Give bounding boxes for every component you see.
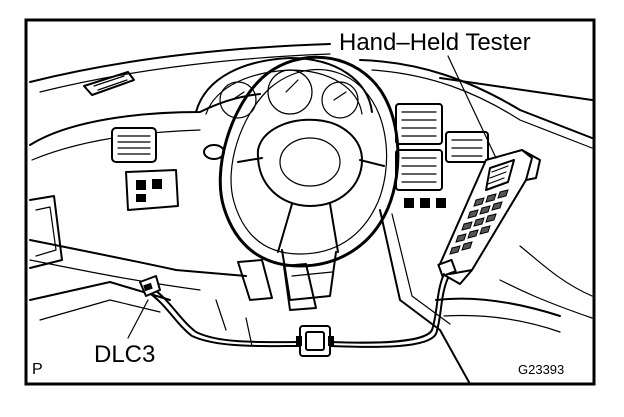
instrument-cluster: [195, 57, 373, 119]
steering-wheel: [218, 55, 400, 301]
tester-label: Hand–Held Tester: [339, 29, 531, 56]
diagnostic-cable: [139, 273, 449, 357]
figure-id-label: G23393: [518, 362, 564, 377]
dlc3-label: DLC3: [94, 341, 155, 368]
hand-held-tester: [437, 149, 541, 285]
dlc3-leader-line: [127, 299, 149, 339]
tester-leader-line: [447, 55, 497, 159]
corner-code-label: P: [32, 361, 43, 378]
